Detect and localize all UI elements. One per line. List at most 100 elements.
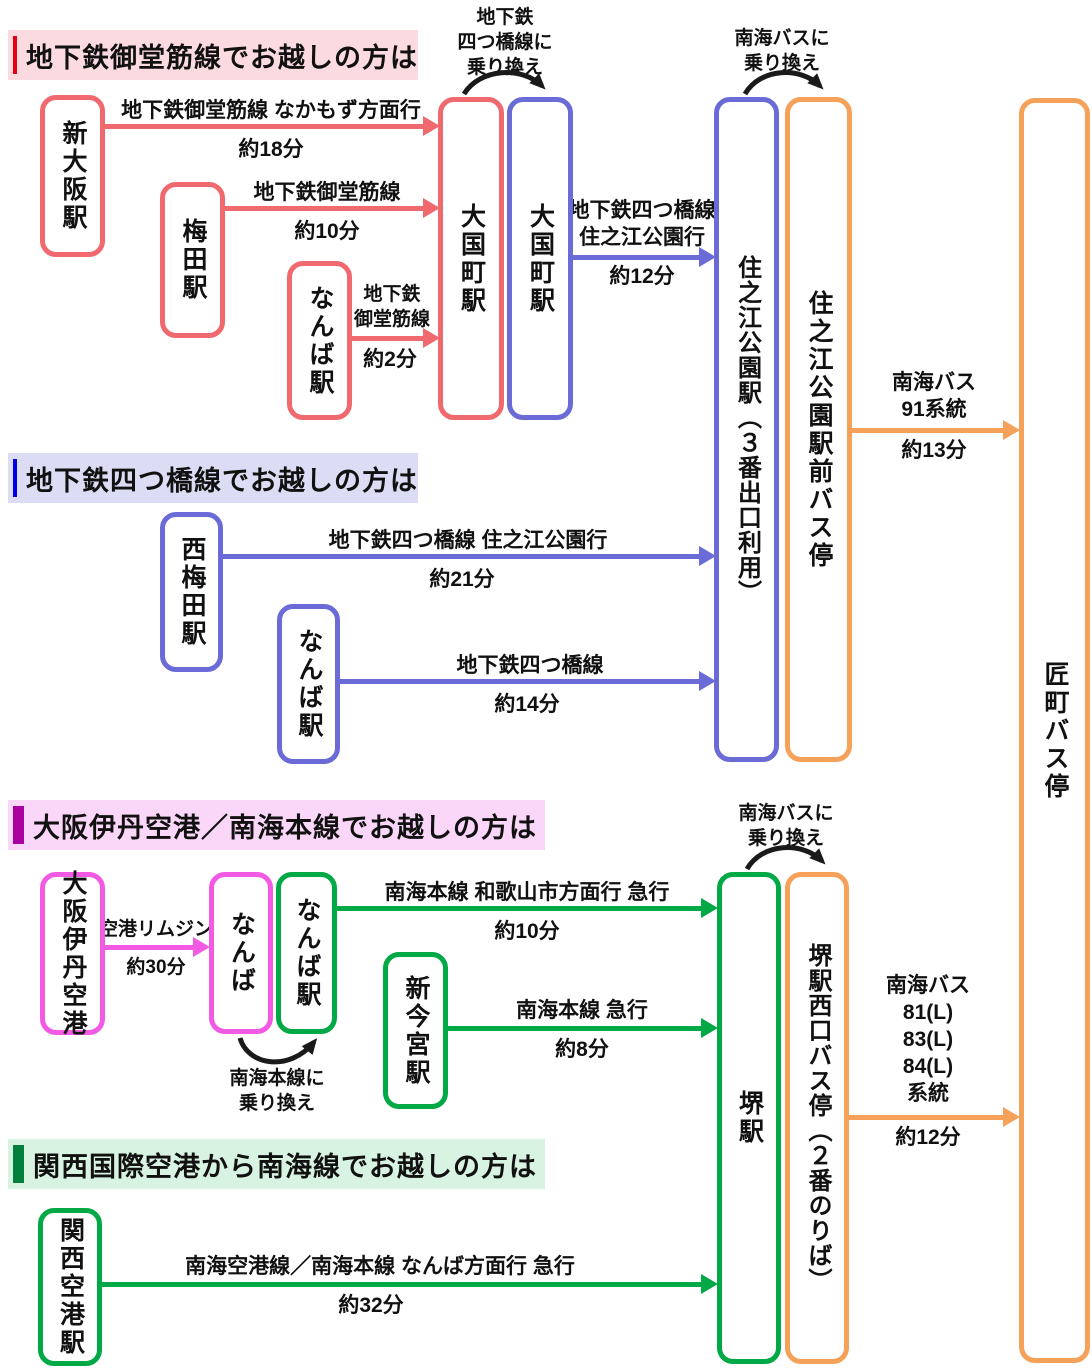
transfer-arc-icon: [744, 845, 826, 871]
bus-stop-name: 堺駅西口バス停（２番のりば）: [803, 943, 831, 1293]
station-box-kansai-airport: 関西空港駅: [38, 1208, 102, 1366]
station-name: 新大阪駅: [59, 120, 87, 232]
route-label: 地下鉄四つ橋線 住之江公園行: [568, 199, 716, 249]
route-arrowhead: [699, 247, 716, 267]
station-box-namba-midosuji: なんば駅: [287, 261, 352, 420]
route-label: 南海本線 和歌山市方面行 急行: [384, 881, 670, 904]
route-time: 約8分: [555, 1038, 609, 1061]
route-line-midosuji-from-umeda: [223, 206, 424, 211]
station-name: 関西空港駅: [56, 1217, 85, 1357]
station-name: 堺駅: [735, 1090, 764, 1146]
station-name: なんば駅: [293, 897, 321, 1009]
transfer-label-nankai-bus-sakai: 南海バスに 乗り換え: [738, 803, 834, 849]
station-box-daikokucho-yotsubashi: 大国町駅: [507, 97, 573, 420]
route-line-bus81-83-84: [847, 1115, 1004, 1120]
section-title: 関西国際空港から南海線でお越しの方は: [33, 1151, 537, 1182]
transfer-arc-icon: [237, 1037, 318, 1065]
station-box-nishi-umeda: 西梅田駅: [160, 512, 223, 672]
bus-stop-box-sakai-west: 堺駅西口バス停（２番のりば）: [785, 872, 849, 1364]
route-label: 空港リムジン: [98, 919, 214, 940]
bus-stop-name: 住之江公園駅前バス停: [805, 289, 833, 570]
station-box-namba-nankai: なんば駅: [276, 872, 337, 1034]
transfer-arc-icon: [742, 70, 824, 96]
transfer-label-nankai-bus-top: 南海バスに 乗り換え: [734, 28, 830, 74]
route-time: 約14分: [494, 693, 560, 716]
route-arrowhead: [701, 898, 718, 918]
station-name: なんば駅: [306, 284, 334, 397]
route-label: 地下鉄御堂筋線 なかもず方面行: [121, 99, 421, 122]
route-label: 南海本線 急行: [516, 999, 648, 1022]
route-line-nankai-from-shin-imamiya: [446, 1026, 702, 1031]
route-arrowhead: [193, 937, 210, 957]
route-arrowhead: [423, 198, 440, 218]
route-arrowhead: [1003, 420, 1020, 440]
bus-stop-name: 匠町バス停: [1041, 660, 1069, 801]
airport-name: 大阪伊丹空港: [59, 869, 87, 1038]
section-title: 地下鉄四つ橋線でお越しの方は: [26, 465, 418, 496]
route-line-nankai-from-kansai-airport: [100, 1282, 702, 1287]
station-name: 大国町駅: [526, 202, 555, 315]
route-arrowhead: [423, 328, 440, 348]
station-name: 住之江公園駅（３番出口利用）: [733, 254, 761, 605]
station-box-shin-osaka: 新大阪駅: [40, 95, 105, 257]
route-label: 南海バス 81(L) 83(L) 84(L) 系統: [886, 974, 970, 1105]
route-arrowhead: [423, 116, 440, 136]
airport-box-itami: 大阪伊丹空港: [40, 869, 105, 1038]
station-name: 新今宮駅: [402, 974, 430, 1087]
route-time: 約2分: [363, 348, 417, 371]
route-label: 地下鉄御堂筋線: [253, 181, 401, 204]
route-line-yotsubashi-from-daikokucho: [571, 255, 700, 260]
section-accent-bar: [13, 806, 24, 844]
route-label: 南海空港線／南海本線 なんば方面行 急行: [185, 1255, 575, 1278]
station-box-namba-yotsubashi: なんば駅: [277, 604, 340, 764]
route-line-yotsubashi-from-nishi-umeda: [221, 554, 700, 559]
station-name: 大国町駅: [457, 202, 486, 315]
route-line-midosuji-from-namba: [350, 336, 424, 341]
station-box-suminoekoen: 住之江公園駅（３番出口利用）: [714, 97, 779, 762]
section-header-midosuji: 地下鉄御堂筋線でお越しの方は: [8, 30, 418, 80]
route-time: 約10分: [294, 220, 360, 243]
route-time: 約32分: [338, 1294, 404, 1317]
route-arrowhead: [701, 1274, 718, 1294]
route-line-nankai-from-namba: [335, 906, 702, 911]
station-box-umeda: 梅田駅: [160, 182, 225, 338]
section-accent-bar: [13, 459, 17, 497]
station-name: なんば駅: [295, 628, 323, 740]
route-arrowhead: [699, 671, 716, 691]
route-label: 地下鉄 御堂筋線: [353, 284, 431, 330]
stop-name: なんば: [227, 911, 256, 995]
route-arrowhead: [701, 1018, 718, 1038]
bus-stop-box-takumicho: 匠町バス停: [1019, 98, 1090, 1363]
transfer-label-nankai-line: 南海本線に 乗り換え: [229, 1068, 325, 1114]
section-header-itami-nankai: 大阪伊丹空港／南海本線でお越しの方は: [8, 800, 545, 850]
route-line-airport-limousine: [103, 945, 194, 950]
route-time: 約12分: [895, 1126, 961, 1149]
route-arrowhead: [1003, 1107, 1020, 1127]
route-line-yotsubashi-from-namba: [337, 679, 700, 684]
station-box-sakai: 堺駅: [717, 872, 781, 1364]
route-label: 地下鉄四つ橋線 住之江公園行: [328, 529, 608, 552]
transfer-arc-icon: [461, 70, 546, 96]
route-time: 約10分: [494, 920, 560, 943]
route-time: 約18分: [238, 138, 304, 161]
section-accent-bar: [13, 1145, 24, 1183]
bus-stop-box-suminoekoen-ekimae: 住之江公園駅前バス停: [785, 97, 852, 762]
route-time: 約30分: [126, 957, 186, 978]
section-accent-bar: [13, 36, 17, 74]
section-header-kansai-airport: 関西国際空港から南海線でお越しの方は: [8, 1139, 545, 1189]
route-label: 地下鉄四つ橋線: [456, 654, 604, 677]
route-line-bus91: [850, 428, 1004, 433]
route-time: 約12分: [609, 265, 675, 288]
station-name: 梅田駅: [179, 218, 207, 302]
route-label: 南海バス 91系統: [892, 371, 976, 421]
station-box-shin-imamiya: 新今宮駅: [383, 952, 448, 1109]
route-time: 約13分: [901, 439, 967, 462]
station-name: 西梅田駅: [178, 536, 206, 648]
section-title: 地下鉄御堂筋線でお越しの方は: [26, 42, 418, 73]
route-time: 約21分: [429, 568, 495, 591]
route-line-midosuji-from-shin-osaka: [104, 124, 424, 129]
section-title: 大阪伊丹空港／南海本線でお越しの方は: [33, 812, 537, 843]
station-box-daikokucho-midosuji: 大国町駅: [438, 97, 504, 420]
stop-box-namba-limousine: なんば: [209, 872, 273, 1034]
